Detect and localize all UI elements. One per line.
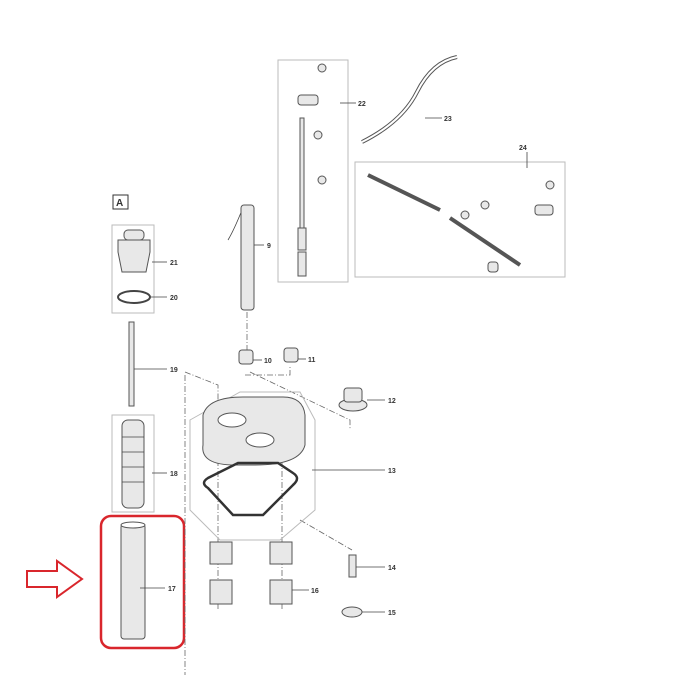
label-21: 21: [170, 260, 178, 267]
section-label: A: [116, 198, 123, 209]
section-a-marker: A: [112, 194, 129, 210]
part-22-intake-set[interactable]: 22: [277, 59, 366, 283]
label-13: 13: [388, 468, 396, 475]
label-23: 23: [444, 116, 452, 123]
part-23-hose[interactable]: 23: [361, 55, 458, 144]
part-21-20-group: 21 20: [111, 224, 178, 314]
part-15-impeller-cover[interactable]: 15: [341, 606, 396, 618]
part-16-clips[interactable]: 16: [209, 541, 319, 605]
label-20: 20: [170, 295, 178, 302]
part-18-filter-stack[interactable]: 18: [111, 414, 178, 513]
label-19: 19: [170, 367, 178, 374]
pointer-arrow-icon: [26, 559, 84, 599]
part-13-pump-head[interactable]: 13: [189, 391, 396, 541]
part-20-o-ring[interactable]: [117, 290, 151, 304]
part-10-valve[interactable]: 10: [238, 349, 272, 365]
part-17-tube[interactable]: 17: [99, 514, 186, 650]
label-10: 10: [264, 358, 272, 365]
part-21-cap[interactable]: [117, 229, 151, 273]
label-22: 22: [358, 101, 366, 108]
label-18: 18: [170, 471, 178, 478]
label-12: 12: [388, 398, 396, 405]
part-14-impeller[interactable]: 14: [348, 554, 396, 578]
label-14: 14: [388, 565, 396, 572]
label-24: 24: [519, 145, 527, 152]
part-11-valve[interactable]: 11: [283, 347, 316, 364]
label-16: 16: [311, 588, 319, 595]
label-17: 17: [168, 586, 176, 593]
label-11: 11: [308, 357, 316, 364]
part-9-heater[interactable]: 9: [227, 204, 271, 311]
highlight-frame: [99, 514, 186, 650]
part-19-rod[interactable]: 19: [128, 321, 178, 407]
part-24-spray-bar-set[interactable]: 24: [354, 145, 566, 278]
part-12-connector[interactable]: 12: [338, 387, 396, 412]
label-15: 15: [388, 610, 396, 617]
label-9: 9: [267, 243, 271, 250]
